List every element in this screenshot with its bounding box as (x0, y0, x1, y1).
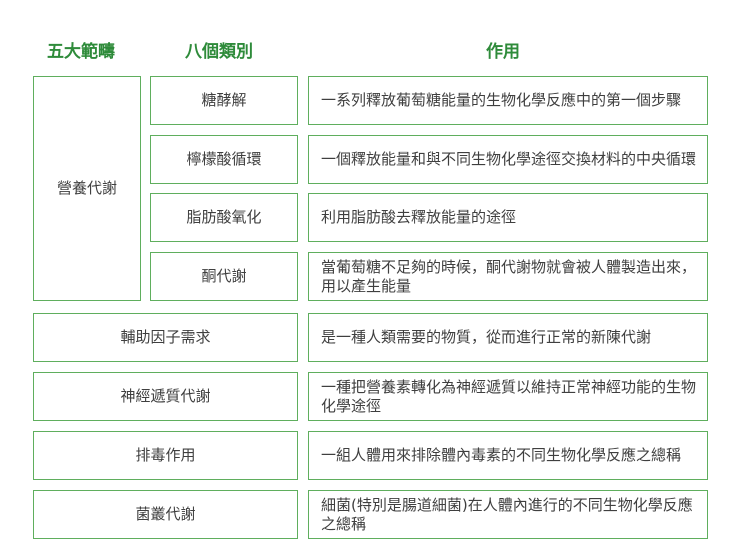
description-neurotransmitter-metabolism: 一種把營養素轉化為神經遞質以維持正常神經功能的生物化學途徑 (308, 372, 708, 421)
subcategory-label: 酮代謝 (201, 267, 247, 285)
description-text: 一種把營養素轉化為神經遞質以維持正常神經功能的生物化學途徑 (321, 377, 697, 415)
description-fatty-acid-oxidation: 利用脂肪酸去釋放能量的途徑 (308, 193, 708, 242)
description-cofactor-needs: 是一種人類需要的物質，從而進行正常的新陳代謝 (308, 313, 708, 362)
category-detoxification: 排毒作用 (33, 431, 298, 480)
subcategory-label: 檸檬酸循環 (186, 150, 262, 168)
header-five-categories: 五大範疇 (47, 42, 115, 62)
description-text: 利用脂肪酸去釋放能量的途徑 (321, 208, 517, 226)
category-microbiome-metabolism: 菌叢代謝 (33, 490, 298, 539)
subcategory-label: 脂肪酸氧化 (186, 208, 262, 226)
description-detoxification: 一組人體用來排除體內毒素的不同生物化學反應之總稱 (308, 431, 708, 480)
description-text: 一組人體用來排除體內毒素的不同生物化學反應之總稱 (321, 446, 682, 464)
description-text: 是一種人類需要的物質，從而進行正常的新陳代謝 (321, 328, 652, 346)
category-label: 菌叢代謝 (135, 505, 196, 523)
category-nutrition-metabolism-label: 營養代謝 (56, 179, 117, 197)
category-label: 排毒作用 (135, 446, 196, 464)
subcategory-label: 糖酵解 (201, 91, 247, 109)
category-label: 輔助因子需求 (120, 328, 211, 346)
category-nutrition-metabolism: 營養代謝 (33, 76, 141, 301)
subcategory-fatty-acid-oxidation: 脂肪酸氧化 (150, 193, 298, 242)
subcategory-citric-acid-cycle: 檸檬酸循環 (150, 135, 298, 184)
category-neurotransmitter-metabolism: 神經遞質代謝 (33, 372, 298, 421)
description-text: 一個釋放能量和與不同生物化學途徑交換材料的中央循環 (321, 150, 697, 168)
description-text: 細菌(特別是腸道細菌)在人體內進行的不同生物化學反應之總稱 (321, 495, 693, 533)
description-text: 一系列釋放葡萄糖能量的生物化學反應中的第一個步驟 (321, 91, 682, 109)
description-microbiome-metabolism: 細菌(特別是腸道細菌)在人體內進行的不同生物化學反應之總稱 (308, 490, 708, 539)
header-eight-categories: 八個類別 (185, 42, 253, 62)
category-cofactor-needs: 輔助因子需求 (33, 313, 298, 362)
subcategory-ketone-metabolism: 酮代謝 (150, 252, 298, 301)
description-glycolysis: 一系列釋放葡萄糖能量的生物化學反應中的第一個步驟 (308, 76, 708, 125)
description-ketone-metabolism: 當葡萄糖不足夠的時候，酮代謝物就會被人體製造出來，用以產生能量 (308, 252, 708, 301)
description-text: 當葡萄糖不足夠的時候，酮代謝物就會被人體製造出來，用以產生能量 (321, 257, 697, 295)
category-label: 神經遞質代謝 (120, 387, 211, 405)
subcategory-glycolysis: 糖酵解 (150, 76, 298, 125)
header-function: 作用 (486, 42, 520, 62)
description-citric-acid-cycle: 一個釋放能量和與不同生物化學途徑交換材料的中央循環 (308, 135, 708, 184)
